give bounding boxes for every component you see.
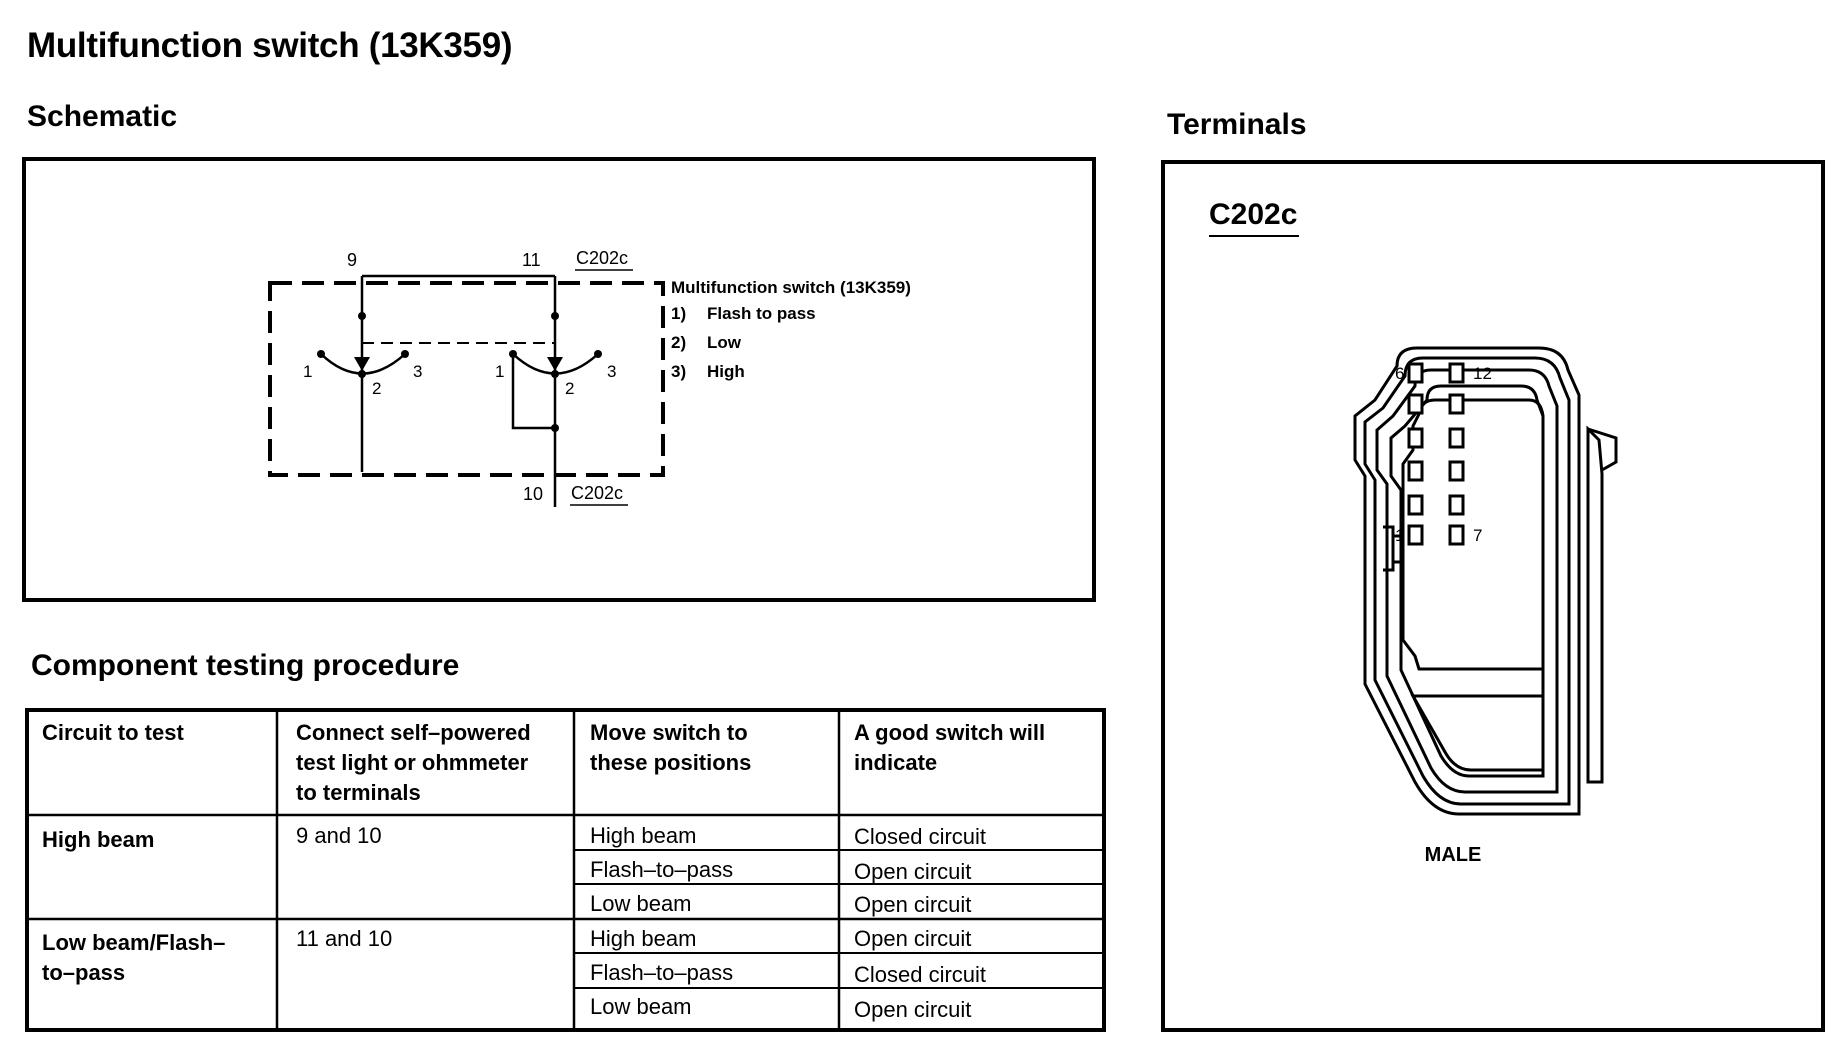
position-cell: High beam [590, 926, 697, 951]
right-switch-terminal-2: 2 [565, 379, 574, 398]
header-terminals: Connect self–powered test light or ohmme… [296, 718, 531, 808]
header-circuit: Circuit to test [42, 718, 184, 748]
page-title: Multifunction switch (13K359) [27, 26, 513, 65]
legend-label-3: High [707, 362, 745, 381]
right-switch-terminal-3: 3 [607, 362, 616, 381]
header-line: Circuit to test [42, 720, 184, 745]
procedure-table-grid [25, 708, 1106, 1032]
result-cell: Closed circuit [854, 824, 987, 849]
connector-bottom-label: C202c [571, 483, 623, 503]
left-switch-terminal-3: 3 [413, 362, 422, 381]
schematic-heading: Schematic [27, 100, 178, 133]
position-cell: Flash–to–pass [590, 960, 734, 985]
header-line: A good switch will [854, 720, 1046, 745]
header-line: test light or ohmmeter [296, 750, 529, 775]
result-cell: Open circuit [854, 859, 972, 884]
pin-9-label: 9 [347, 250, 357, 270]
pin-cavity [1407, 393, 1424, 415]
pin-7-label: 7 [1473, 526, 1482, 545]
terminals-cell: 11 and 10 [296, 926, 393, 951]
pin-cavities [1407, 362, 1465, 546]
result-cell: Open circuit [854, 926, 972, 951]
right-switch [509, 350, 602, 430]
legend-label-2: Low [707, 333, 742, 352]
connector-housing [1353, 346, 1618, 816]
terminals-cell: 9 and 10 [296, 823, 382, 848]
pin-cavity [1448, 460, 1465, 482]
header-line: indicate [854, 750, 938, 775]
pin-1-label: 1 [1395, 526, 1404, 545]
legend-label-1: Flash to pass [707, 304, 816, 323]
pin-cavity [1448, 494, 1465, 516]
terminals-panel: C202c [1161, 160, 1825, 1032]
pin-10-label: 10 [523, 484, 543, 504]
junction-dot [358, 312, 366, 320]
pin-cavity [1407, 427, 1424, 449]
legend-title: Multifunction switch (13K359) [671, 278, 911, 297]
position-cell: High beam [590, 823, 697, 848]
header-line: to terminals [296, 780, 421, 805]
pin-cavity [1448, 524, 1465, 546]
legend-num-1: 1) [671, 304, 686, 323]
pin-12-label: 12 [1473, 364, 1492, 383]
left-switch-terminal-1: 1 [303, 362, 312, 381]
pin-cavity [1407, 362, 1424, 384]
pin-cavity [1407, 524, 1424, 546]
pin-11-label: 11 [522, 250, 541, 270]
result-cell: Open circuit [854, 892, 972, 917]
header-line: these positions [590, 750, 752, 775]
result-cell: Closed circuit [854, 962, 987, 987]
schematic-panel: 9 11 10 C202c C202c 1 2 3 1 2 3 Multifun… [22, 157, 1096, 602]
switch-housing-outline [268, 281, 665, 477]
connector-id-label: C202c [1209, 198, 1297, 231]
pin-cavity [1448, 427, 1465, 449]
junction-dot [551, 312, 559, 320]
connector-face-diagram: C202c [1209, 198, 1618, 866]
left-switch [317, 350, 409, 378]
position-cell: Low beam [590, 994, 692, 1019]
connector-top-label: C202c [576, 248, 628, 268]
connector-gender-label: MALE [1425, 844, 1482, 866]
header-line: Move switch to [590, 720, 748, 745]
right-switch-terminal-1: 1 [495, 362, 504, 381]
left-switch-terminal-2: 2 [372, 379, 381, 398]
position-cell: Low beam [590, 891, 692, 916]
pin-cavity [1407, 460, 1424, 482]
result-cell: Open circuit [854, 997, 972, 1022]
pin-cavity [1407, 494, 1424, 516]
header-result: A good switch will indicate [854, 718, 1045, 778]
schematic-diagram: 9 11 10 C202c C202c 1 2 3 1 2 3 Multifun… [268, 248, 911, 507]
legend-num-2: 2) [671, 333, 686, 352]
header-line: Connect self–powered [296, 720, 531, 745]
pin-cavity [1448, 393, 1465, 415]
procedure-heading: Component testing procedure [31, 649, 460, 682]
header-positions: Move switch to these positions [590, 718, 751, 778]
pin-cavity [1448, 362, 1465, 384]
position-cell: Flash–to–pass [590, 857, 734, 882]
circuit-cell: Low beam/Flash– to–pass [42, 930, 226, 985]
terminals-heading: Terminals [1167, 108, 1307, 141]
legend-num-3: 3) [671, 362, 686, 381]
pin-6-label: 6 [1395, 364, 1404, 383]
circuit-cell: High beam [42, 827, 155, 852]
procedure-table: Circuit to test Connect self–powered tes… [25, 708, 1106, 1032]
